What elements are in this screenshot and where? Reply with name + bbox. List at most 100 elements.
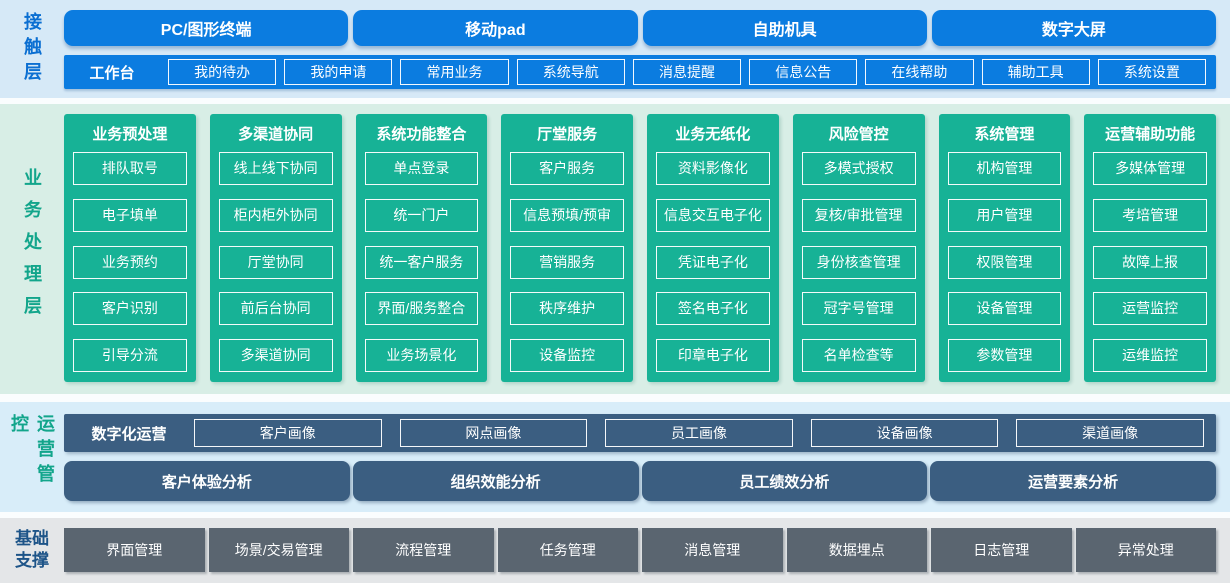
business-columns: 业务预处理 排队取号 电子填单 业务预约 客户识别 引导分流: [64, 114, 1216, 382]
business-column-items: 资料影像化 信息交互电子化 凭证电子化 签名电子化 印章电子化: [656, 152, 770, 372]
business-item[interactable]: 机构管理: [947, 152, 1062, 185]
channel-button[interactable]: PC/图形终端: [64, 10, 349, 46]
business-item[interactable]: 营销服务: [510, 245, 624, 279]
workbench-item[interactable]: 信息公告: [749, 59, 858, 85]
business-item[interactable]: 信息预填/预审: [510, 198, 624, 232]
business-item[interactable]: 厅堂协同: [218, 245, 333, 279]
business-column-items: 线上线下协同 柜内柜外协同 厅堂协同 前后台协同 多渠道协同: [218, 152, 333, 372]
business-item[interactable]: 参数管理: [947, 339, 1062, 372]
business-item[interactable]: 冠字号管理: [801, 292, 916, 326]
analysis-button[interactable]: 客户体验分析: [64, 461, 350, 501]
business-item[interactable]: 印章电子化: [656, 339, 770, 372]
business-item[interactable]: 运营监控: [1093, 292, 1207, 326]
business-item[interactable]: 名单检查等: [801, 339, 916, 372]
operations-layer-body: 数字化运营 客户画像 网点画像 员工画像 设备画像 渠道画像: [64, 414, 1216, 501]
channel-button[interactable]: 移动pad: [353, 10, 638, 46]
workbench-item[interactable]: 我的申请: [284, 59, 393, 85]
business-item[interactable]: 电子填单: [73, 198, 187, 232]
business-item[interactable]: 客户识别: [73, 292, 187, 326]
business-item[interactable]: 故障上报: [1093, 245, 1207, 279]
digital-ops-item[interactable]: 渠道画像: [1016, 419, 1204, 447]
workbench-label: 工作台: [89, 64, 135, 82]
workbench-item[interactable]: 系统设置: [1097, 59, 1206, 85]
business-item[interactable]: 权限管理: [947, 245, 1062, 279]
business-item[interactable]: 业务预约: [73, 245, 187, 279]
workbench-item[interactable]: 消息提醒: [632, 59, 742, 85]
analysis-button[interactable]: 员工绩效分析: [641, 461, 928, 501]
business-item[interactable]: 界面/服务整合: [364, 292, 479, 326]
workbench-item[interactable]: 常用业务: [400, 59, 509, 85]
foundation-item[interactable]: 日志管理: [931, 528, 1072, 572]
business-item[interactable]: 业务场景化: [364, 339, 479, 372]
foundation-layer-label: 基础支撑: [0, 528, 64, 572]
business-item[interactable]: 身份核查管理: [801, 245, 916, 279]
business-item[interactable]: 线上线下协同: [218, 152, 333, 185]
channel-button[interactable]: 自助机具: [642, 10, 927, 46]
business-column-title: 业务无纸化: [675, 126, 751, 143]
business-item[interactable]: 多媒体管理: [1093, 152, 1207, 185]
foundation-item[interactable]: 数据埋点: [786, 528, 927, 572]
foundation-item[interactable]: 消息管理: [642, 528, 783, 572]
business-item[interactable]: 考培管理: [1093, 198, 1207, 232]
business-processing-layer: 业务处理层 业务预处理 排队取号 电子填单 业务预约 客户识别: [0, 104, 1230, 394]
contact-layer: 接触层 PC/图形终端 移动pad 自助机具 数字大屏 工作台 我的待办: [0, 0, 1230, 98]
business-column-title: 运营辅助功能: [1105, 126, 1196, 143]
business-column: 运营辅助功能 多媒体管理 考培管理 故障上报 运营监控 运维监控: [1084, 114, 1216, 382]
workbench-bar: 工作台 我的待办 我的申请 常用业务 系统导航 消息提醒 信息公告: [64, 55, 1216, 89]
analysis-button[interactable]: 组织效能分析: [352, 461, 639, 501]
business-item[interactable]: 设备监控: [510, 339, 624, 372]
foundation-item[interactable]: 界面管理: [64, 528, 205, 572]
analysis-button[interactable]: 运营要素分析: [930, 461, 1216, 501]
digital-ops-item[interactable]: 网点画像: [399, 419, 588, 447]
workbench-item[interactable]: 辅助工具: [981, 59, 1090, 85]
channel-row: PC/图形终端 移动pad 自助机具 数字大屏: [64, 10, 1216, 46]
analysis-row: 客户体验分析 组织效能分析 员工绩效分析 运营要素分析: [64, 461, 1216, 501]
business-item[interactable]: 用户管理: [947, 198, 1062, 232]
business-item[interactable]: 运维监控: [1093, 339, 1207, 372]
workbench-item[interactable]: 系统导航: [516, 59, 625, 85]
business-column: 系统管理 机构管理 用户管理 权限管理 设备管理 参数管理: [938, 114, 1071, 382]
business-column-title: 厅堂服务: [537, 126, 598, 143]
business-item[interactable]: 凭证电子化: [656, 245, 770, 279]
business-item[interactable]: 统一客户服务: [364, 245, 479, 279]
foundation-item[interactable]: 任务管理: [497, 528, 638, 572]
business-item[interactable]: 签名电子化: [656, 292, 770, 326]
business-column-items: 多模式授权 复核/审批管理 身份核查管理 冠字号管理 名单检查等: [801, 152, 916, 372]
business-column: 业务预处理 排队取号 电子填单 业务预约 客户识别 引导分流: [64, 114, 196, 382]
digital-ops-item[interactable]: 设备画像: [810, 419, 999, 447]
digital-ops-label: 数字化运营: [91, 425, 167, 443]
digital-ops-items: 客户画像 网点画像 员工画像 设备画像 渠道画像: [194, 419, 1204, 447]
business-item[interactable]: 前后台协同: [218, 292, 333, 326]
workbench-item[interactable]: 我的待办: [168, 59, 277, 85]
channel-button[interactable]: 数字大屏: [931, 10, 1216, 46]
foundation-item[interactable]: 场景/交易管理: [208, 528, 349, 572]
business-column-title: 风险管控: [828, 126, 889, 143]
workbench-item[interactable]: 在线帮助: [865, 59, 974, 85]
business-item[interactable]: 排队取号: [73, 152, 187, 185]
digital-ops-item[interactable]: 客户画像: [194, 419, 382, 447]
business-column: 厅堂服务 客户服务 信息预填/预审 营销服务 秩序维护 设备监控: [501, 114, 633, 382]
business-item[interactable]: 资料影像化: [656, 152, 770, 185]
foundation-item[interactable]: 异常处理: [1075, 528, 1216, 572]
business-column: 多渠道协同 线上线下协同 柜内柜外协同 厅堂协同 前后台协同 多渠道协同: [209, 114, 342, 382]
business-column-items: 排队取号 电子填单 业务预约 客户识别 引导分流: [73, 152, 187, 372]
business-item[interactable]: 复核/审批管理: [801, 198, 916, 232]
business-column: 风险管控 多模式授权 复核/审批管理 身份核查管理 冠字号管理 名单检查等: [792, 114, 925, 382]
business-item[interactable]: 秩序维护: [510, 292, 624, 326]
business-item[interactable]: 多渠道协同: [218, 339, 333, 372]
business-item[interactable]: 设备管理: [947, 292, 1062, 326]
business-column-items: 机构管理 用户管理 权限管理 设备管理 参数管理: [947, 152, 1062, 372]
business-item[interactable]: 统一门户: [364, 198, 479, 232]
foundation-support-layer: 基础支撑 界面管理 场景/交易管理 流程管理 任务管理 消息管理 数据埋点 日志…: [0, 518, 1230, 583]
business-column: 系统功能整合 单点登录 统一门户 统一客户服务 界面/服务整合 业务场景化: [355, 114, 488, 382]
digital-ops-item[interactable]: 员工画像: [605, 419, 793, 447]
business-item[interactable]: 客户服务: [510, 152, 624, 185]
business-item[interactable]: 单点登录: [364, 152, 479, 185]
business-item[interactable]: 多模式授权: [801, 152, 916, 185]
foundation-item[interactable]: 流程管理: [353, 528, 494, 572]
business-item[interactable]: 引导分流: [73, 339, 187, 372]
business-item[interactable]: 柜内柜外协同: [218, 198, 333, 232]
business-item[interactable]: 信息交互电子化: [656, 198, 770, 232]
foundation-items: 界面管理 场景/交易管理 流程管理 任务管理 消息管理 数据埋点 日志管理 异常…: [64, 528, 1216, 572]
business-column-title: 系统功能整合: [376, 126, 467, 143]
